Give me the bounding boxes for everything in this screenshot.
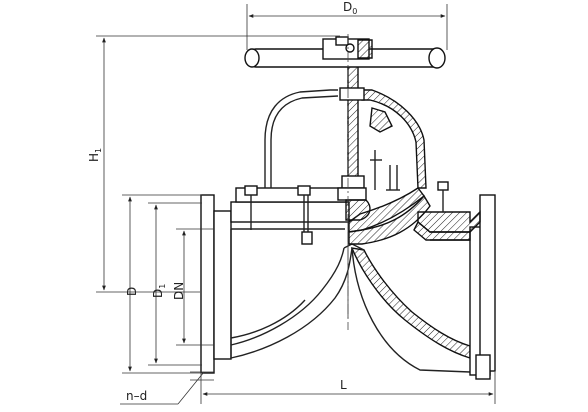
handwheel-grip-left bbox=[244, 48, 260, 68]
diaphragm-lower bbox=[348, 194, 431, 245]
right-liner-lower bbox=[413, 220, 471, 241]
right-flange bbox=[479, 194, 496, 372]
left-flange bbox=[200, 194, 215, 374]
bonnet-flange-plate bbox=[230, 201, 350, 223]
nut-lower bbox=[301, 231, 313, 245]
compressor bbox=[337, 187, 367, 201]
dimensions bbox=[96, 4, 496, 405]
compressor-top bbox=[341, 175, 365, 189]
top-nut bbox=[335, 36, 349, 46]
bolt-head-left bbox=[244, 185, 258, 196]
l-label: L bbox=[340, 378, 347, 392]
bonnet-flange bbox=[230, 185, 431, 245]
d0-label: D0 bbox=[343, 0, 357, 16]
nd-label: n–d bbox=[126, 389, 147, 403]
handwheel-grip-right bbox=[428, 47, 446, 69]
d-label: D bbox=[125, 287, 139, 296]
d1-label: D1 bbox=[151, 284, 167, 298]
side-nut bbox=[437, 181, 449, 191]
dn-label: DN bbox=[172, 282, 186, 300]
h1-label: H1 bbox=[87, 148, 103, 162]
body-wall-section bbox=[350, 247, 471, 359]
bonnet bbox=[264, 89, 449, 212]
right-foot bbox=[475, 354, 491, 380]
handwheel bbox=[244, 36, 446, 69]
bonnet-wall-section bbox=[361, 89, 427, 189]
valve-body bbox=[200, 194, 496, 380]
stem bbox=[337, 47, 371, 221]
dimension-labels: D0 H1 D D1 DN L n–d bbox=[87, 0, 357, 403]
bolt-head-mid bbox=[297, 185, 311, 196]
left-flange-neck bbox=[213, 210, 232, 360]
